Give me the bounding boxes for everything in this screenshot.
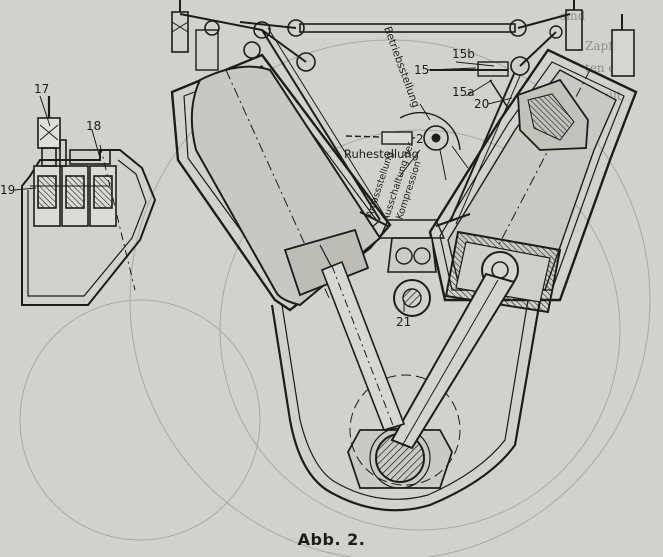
label-15: 15: [414, 63, 429, 77]
background-arcs: [19, 39, 651, 557]
label-18: 18: [86, 119, 101, 133]
label-21: 21: [396, 315, 411, 329]
label-17: 17: [34, 82, 49, 96]
camshaft: [359, 211, 471, 317]
label-15a: 15a: [452, 85, 475, 99]
label-ruhestellung: Ruhestellung: [344, 147, 419, 161]
connecting-rods: [320, 260, 516, 450]
valve-gear-top: [171, 0, 635, 109]
leader-lines: [13, 61, 513, 312]
label-19: 19: [0, 183, 15, 197]
label-2: 2: [416, 132, 424, 146]
inset-valve-detail: [21, 96, 157, 306]
label-20: 20: [474, 97, 489, 111]
decompression-lever: [345, 103, 469, 181]
crankcase: [270, 299, 542, 512]
push-rods: [261, 27, 527, 225]
figure-caption: Abb. 2.: [297, 530, 366, 549]
right-cylinder: [428, 48, 638, 314]
label-15b: 15b: [452, 47, 475, 61]
left-cylinder: [170, 53, 392, 312]
